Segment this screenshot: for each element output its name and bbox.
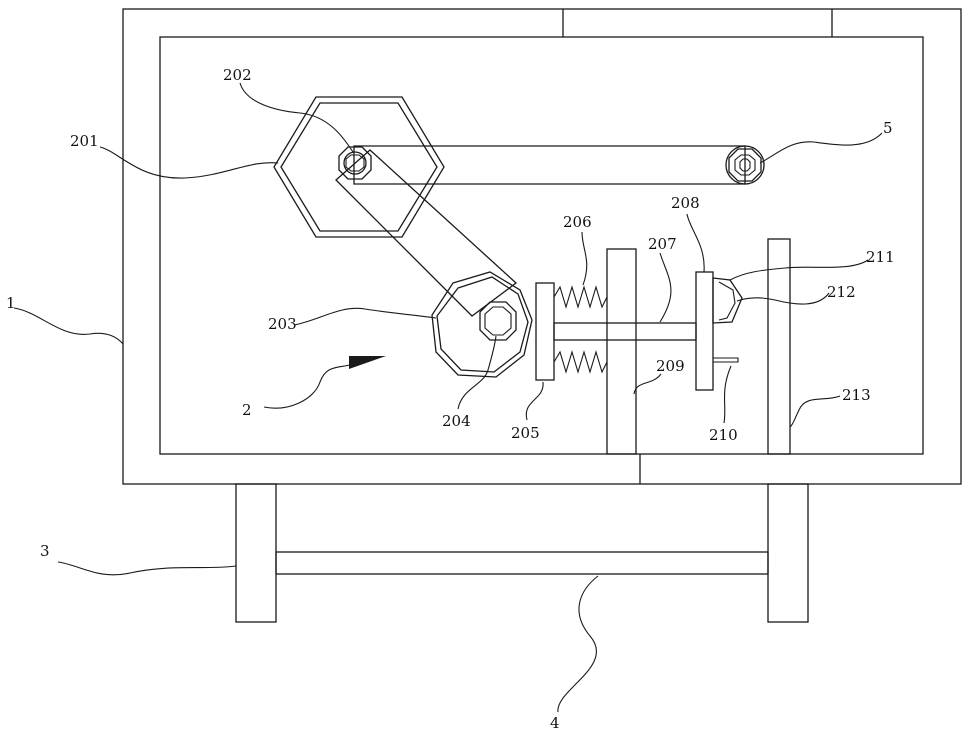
- label-208: 208: [671, 194, 700, 212]
- label-202: 202: [223, 66, 252, 84]
- label-203: 203: [268, 315, 297, 333]
- label-211: 211: [866, 248, 895, 266]
- cam-hub: [480, 302, 516, 340]
- label-206: 206: [563, 213, 592, 231]
- label-3: 3: [40, 542, 50, 560]
- label-5: 5: [883, 119, 893, 137]
- crossbar: [276, 552, 768, 574]
- guide-post: [607, 249, 636, 454]
- spring-lower: [554, 352, 607, 372]
- label-204: 204: [442, 412, 471, 430]
- slider-block: [696, 272, 713, 390]
- label-4: 4: [550, 714, 560, 732]
- label-212: 212: [827, 283, 856, 301]
- leg-right: [768, 484, 808, 622]
- label-207: 207: [648, 235, 677, 253]
- upper-link: [354, 146, 745, 184]
- cam-disc: [432, 272, 532, 377]
- push-rod: [554, 323, 696, 340]
- leg-left: [236, 484, 276, 622]
- label-2: 2: [242, 401, 252, 419]
- label-1: 1: [6, 294, 16, 312]
- label-205: 205: [511, 424, 540, 442]
- label-213: 213: [842, 386, 871, 404]
- crank-arm: [336, 150, 516, 316]
- stand-post: [768, 239, 790, 454]
- hex-plate: [274, 97, 444, 237]
- bracket: [713, 358, 738, 362]
- label-201: 201: [70, 132, 99, 150]
- leader-lines: [14, 83, 882, 712]
- direction-arrow: [349, 356, 386, 369]
- spring-upper: [554, 287, 607, 307]
- push-plate: [536, 283, 554, 380]
- label-210: 210: [709, 426, 738, 444]
- label-209: 209: [656, 357, 685, 375]
